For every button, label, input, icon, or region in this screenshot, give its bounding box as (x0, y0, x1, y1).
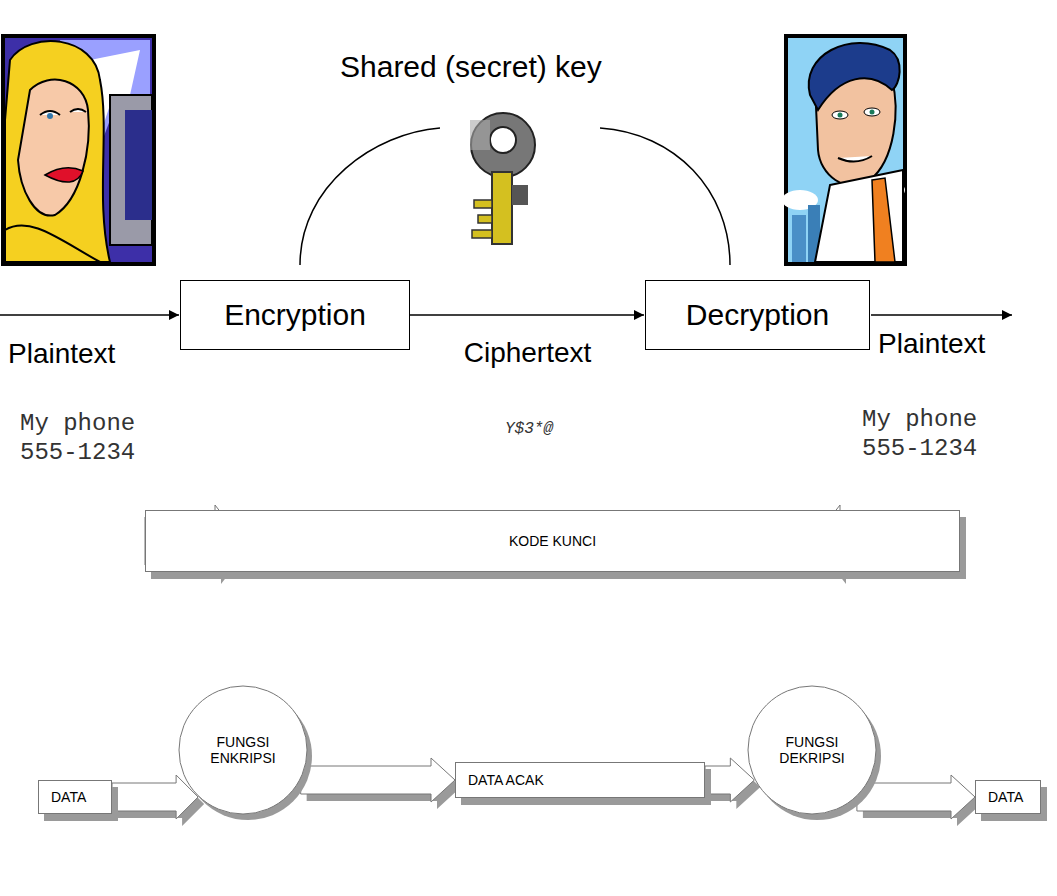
node-label: DATA (51, 789, 86, 805)
node-label: Encryption (224, 298, 366, 332)
node-label: KODE KUNCI (509, 533, 596, 549)
flow-arrow (410, 315, 644, 316)
key-arc (600, 128, 730, 265)
output-arrow (871, 314, 1012, 316)
arrow-body (301, 758, 455, 802)
plaintext-label: Plaintext (878, 328, 985, 360)
key-title: Shared (secret) key (340, 50, 602, 84)
arrow-body (112, 775, 198, 819)
block-arrow (857, 775, 981, 826)
key-band: KODE KUNCI (145, 510, 960, 572)
data-box: DATA (38, 780, 112, 814)
woman-clipart (3, 36, 154, 264)
edge-label: Ciphertext (464, 337, 592, 369)
process-box: Encryption (180, 280, 410, 350)
input-arrow (0, 314, 179, 316)
data-band: DATA ACAK (455, 762, 705, 798)
function-circle: FUNGSI DEKRIPSI (747, 685, 877, 815)
node-label: DATA (988, 789, 1023, 805)
sample-text: My phone 555-1234 (20, 410, 148, 468)
data-box: DATA (975, 780, 1041, 814)
function-circle: FUNGSI ENKRIPSI (178, 685, 308, 815)
node-label: DATA ACAK (468, 772, 544, 788)
sample-text: My phone 555-1234 (862, 406, 990, 464)
arrow-body (705, 758, 754, 802)
node-label: FUNGSI ENKRIPSI (196, 734, 291, 766)
key-arc (300, 128, 440, 265)
cipher-sample: Y$3*@ (505, 420, 553, 438)
node-label: FUNGSI DEKRIPSI (765, 734, 860, 766)
block-arrow (301, 758, 461, 809)
process-box: Decryption (645, 280, 870, 350)
man-clipart (782, 36, 905, 264)
key-icon (470, 113, 535, 244)
plaintext-label: Plaintext (8, 338, 115, 370)
node-label: Decryption (686, 298, 829, 332)
arrow-line (410, 314, 644, 316)
